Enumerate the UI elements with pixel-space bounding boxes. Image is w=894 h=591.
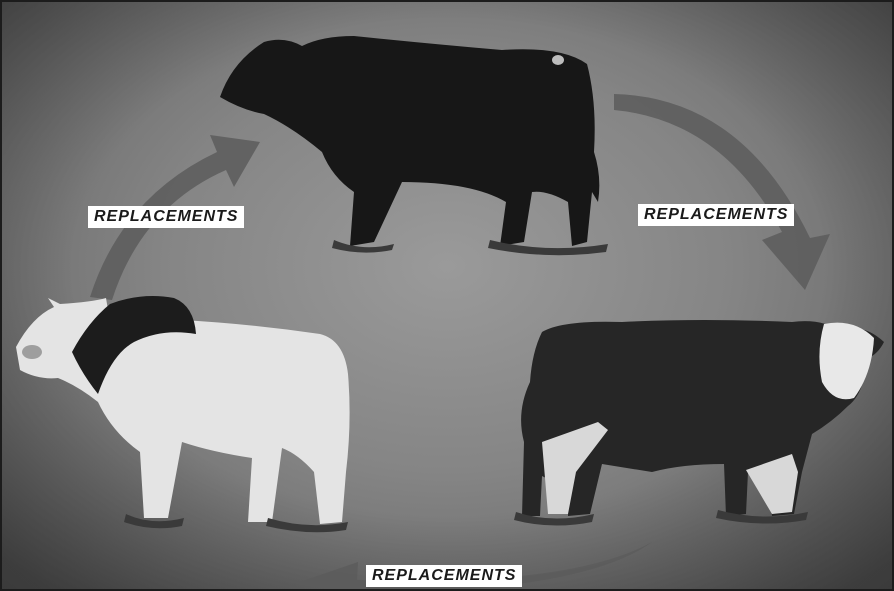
replacements-label-top-left: REPLACEMENTS <box>88 206 244 228</box>
replacements-label-bottom: REPLACEMENTS <box>366 565 522 587</box>
replacements-label-top-right: REPLACEMENTS <box>638 204 794 226</box>
